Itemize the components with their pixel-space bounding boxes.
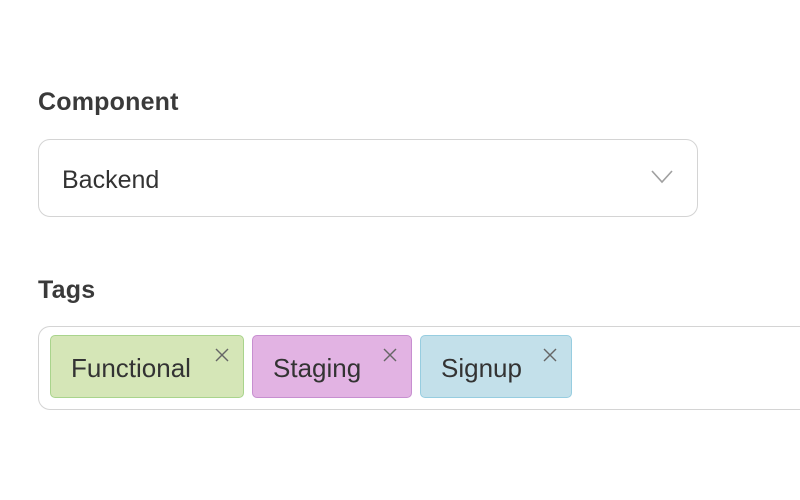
tags-label: Tags: [38, 276, 96, 304]
close-icon[interactable]: [543, 348, 557, 362]
tag-staging: Staging: [252, 335, 412, 398]
component-selected-value: Backend: [62, 166, 160, 194]
tag-label: Signup: [441, 353, 522, 383]
chevron-down-icon[interactable]: [651, 170, 673, 184]
tags-input[interactable]: Functional Staging Signup: [38, 326, 800, 410]
close-icon[interactable]: [215, 348, 229, 362]
component-label: Component: [38, 88, 179, 116]
tag-label: Staging: [273, 353, 362, 383]
tag-signup: Signup: [420, 335, 572, 398]
close-icon[interactable]: [383, 348, 397, 362]
tag-functional: Functional: [50, 335, 244, 398]
component-select[interactable]: Backend: [38, 139, 698, 217]
tag-label: Functional: [71, 353, 191, 383]
